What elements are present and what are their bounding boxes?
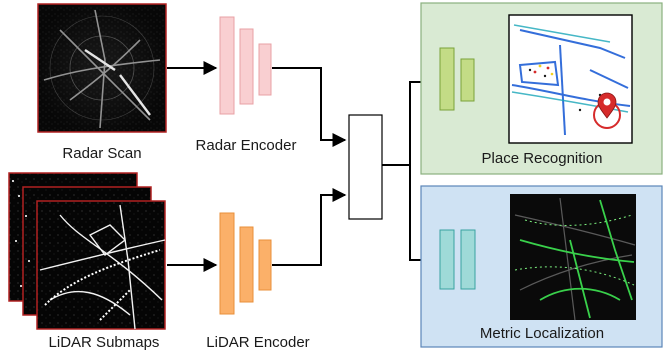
place-recognition-map [508,14,633,144]
lidar-submaps-label: LiDAR Submaps [49,334,160,351]
fusion-block [348,114,383,220]
metric-localization-label: Metric Localization [480,325,604,342]
lidar-encoder-label: LiDAR Encoder [206,334,309,351]
radar-scan-image [37,3,167,133]
radar-encoder [219,16,272,115]
place-recognition-label: Place Recognition [482,150,603,167]
radar-scan-label: Radar Scan [62,145,141,162]
place-recognition-head [439,47,475,111]
radar-encoder-label: Radar Encoder [196,137,297,154]
lidar-encoder [219,212,272,315]
metric-localization-head [439,229,476,290]
lidar-submaps-stack [8,172,166,330]
metric-localization-image [510,194,636,321]
